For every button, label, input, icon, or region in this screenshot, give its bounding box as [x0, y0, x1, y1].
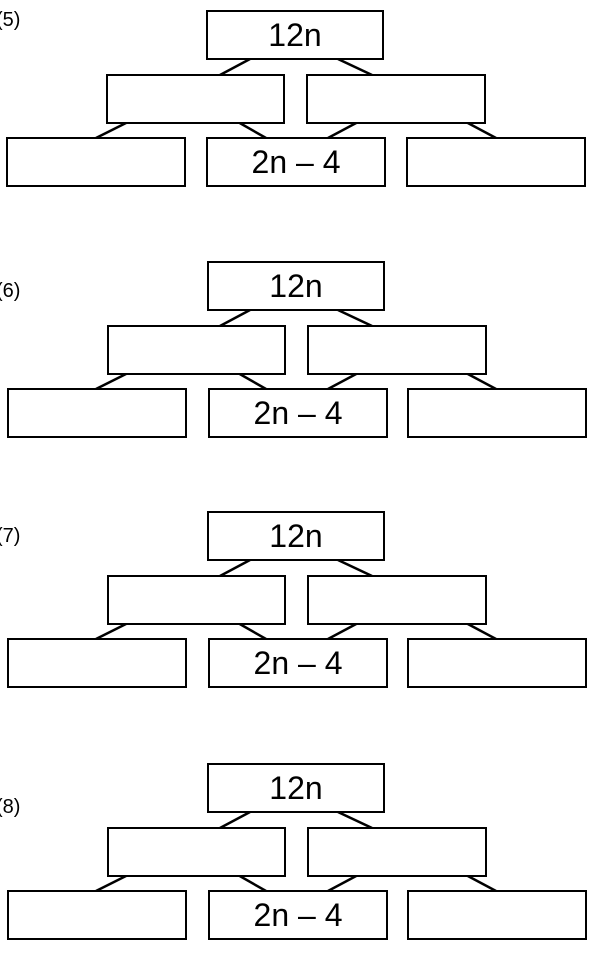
middle-right-brick[interactable] — [307, 575, 487, 625]
middle-left-brick[interactable] — [107, 575, 286, 625]
top-brick: 12n — [206, 10, 384, 60]
bottom-middle-brick: 2n – 4 — [208, 638, 388, 688]
number-pyramid-6: (6) 12n 2n – 4 — [0, 251, 595, 451]
pyramid-connectors — [95, 810, 497, 893]
pyramid-connectors — [95, 558, 497, 641]
middle-left-brick[interactable] — [107, 325, 286, 375]
bottom-left-brick[interactable] — [6, 137, 186, 187]
pyramid-connectors — [95, 57, 497, 140]
number-pyramid-8: (8) 12n 2n – 4 — [0, 753, 595, 953]
bottom-middle-brick: 2n – 4 — [208, 890, 388, 940]
middle-left-brick[interactable] — [107, 827, 286, 877]
bottom-middle-brick: 2n – 4 — [208, 388, 388, 438]
bottom-right-brick[interactable] — [406, 137, 586, 187]
number-pyramid-7: (7) 12n 2n – 4 — [0, 501, 595, 701]
middle-left-brick[interactable] — [106, 74, 285, 124]
bottom-left-brick[interactable] — [7, 638, 187, 688]
top-brick: 12n — [207, 261, 385, 311]
puzzle-number-label: (8) — [0, 796, 21, 818]
bottom-right-brick[interactable] — [407, 388, 587, 438]
number-pyramid-5: (5) 12n 2n – 4 — [0, 0, 595, 200]
bottom-left-brick[interactable] — [7, 890, 187, 940]
puzzle-number-label: (6) — [0, 280, 21, 302]
bottom-right-brick[interactable] — [407, 638, 587, 688]
middle-right-brick[interactable] — [307, 325, 487, 375]
bottom-right-brick[interactable] — [407, 890, 587, 940]
puzzle-number-label: (5) — [0, 9, 21, 31]
middle-right-brick[interactable] — [306, 74, 486, 124]
bottom-middle-brick: 2n – 4 — [206, 137, 386, 187]
top-brick: 12n — [207, 763, 385, 813]
pyramid-connectors — [95, 308, 497, 391]
top-brick: 12n — [207, 511, 385, 561]
puzzle-number-label: (7) — [0, 525, 21, 547]
middle-right-brick[interactable] — [307, 827, 487, 877]
bottom-left-brick[interactable] — [7, 388, 187, 438]
